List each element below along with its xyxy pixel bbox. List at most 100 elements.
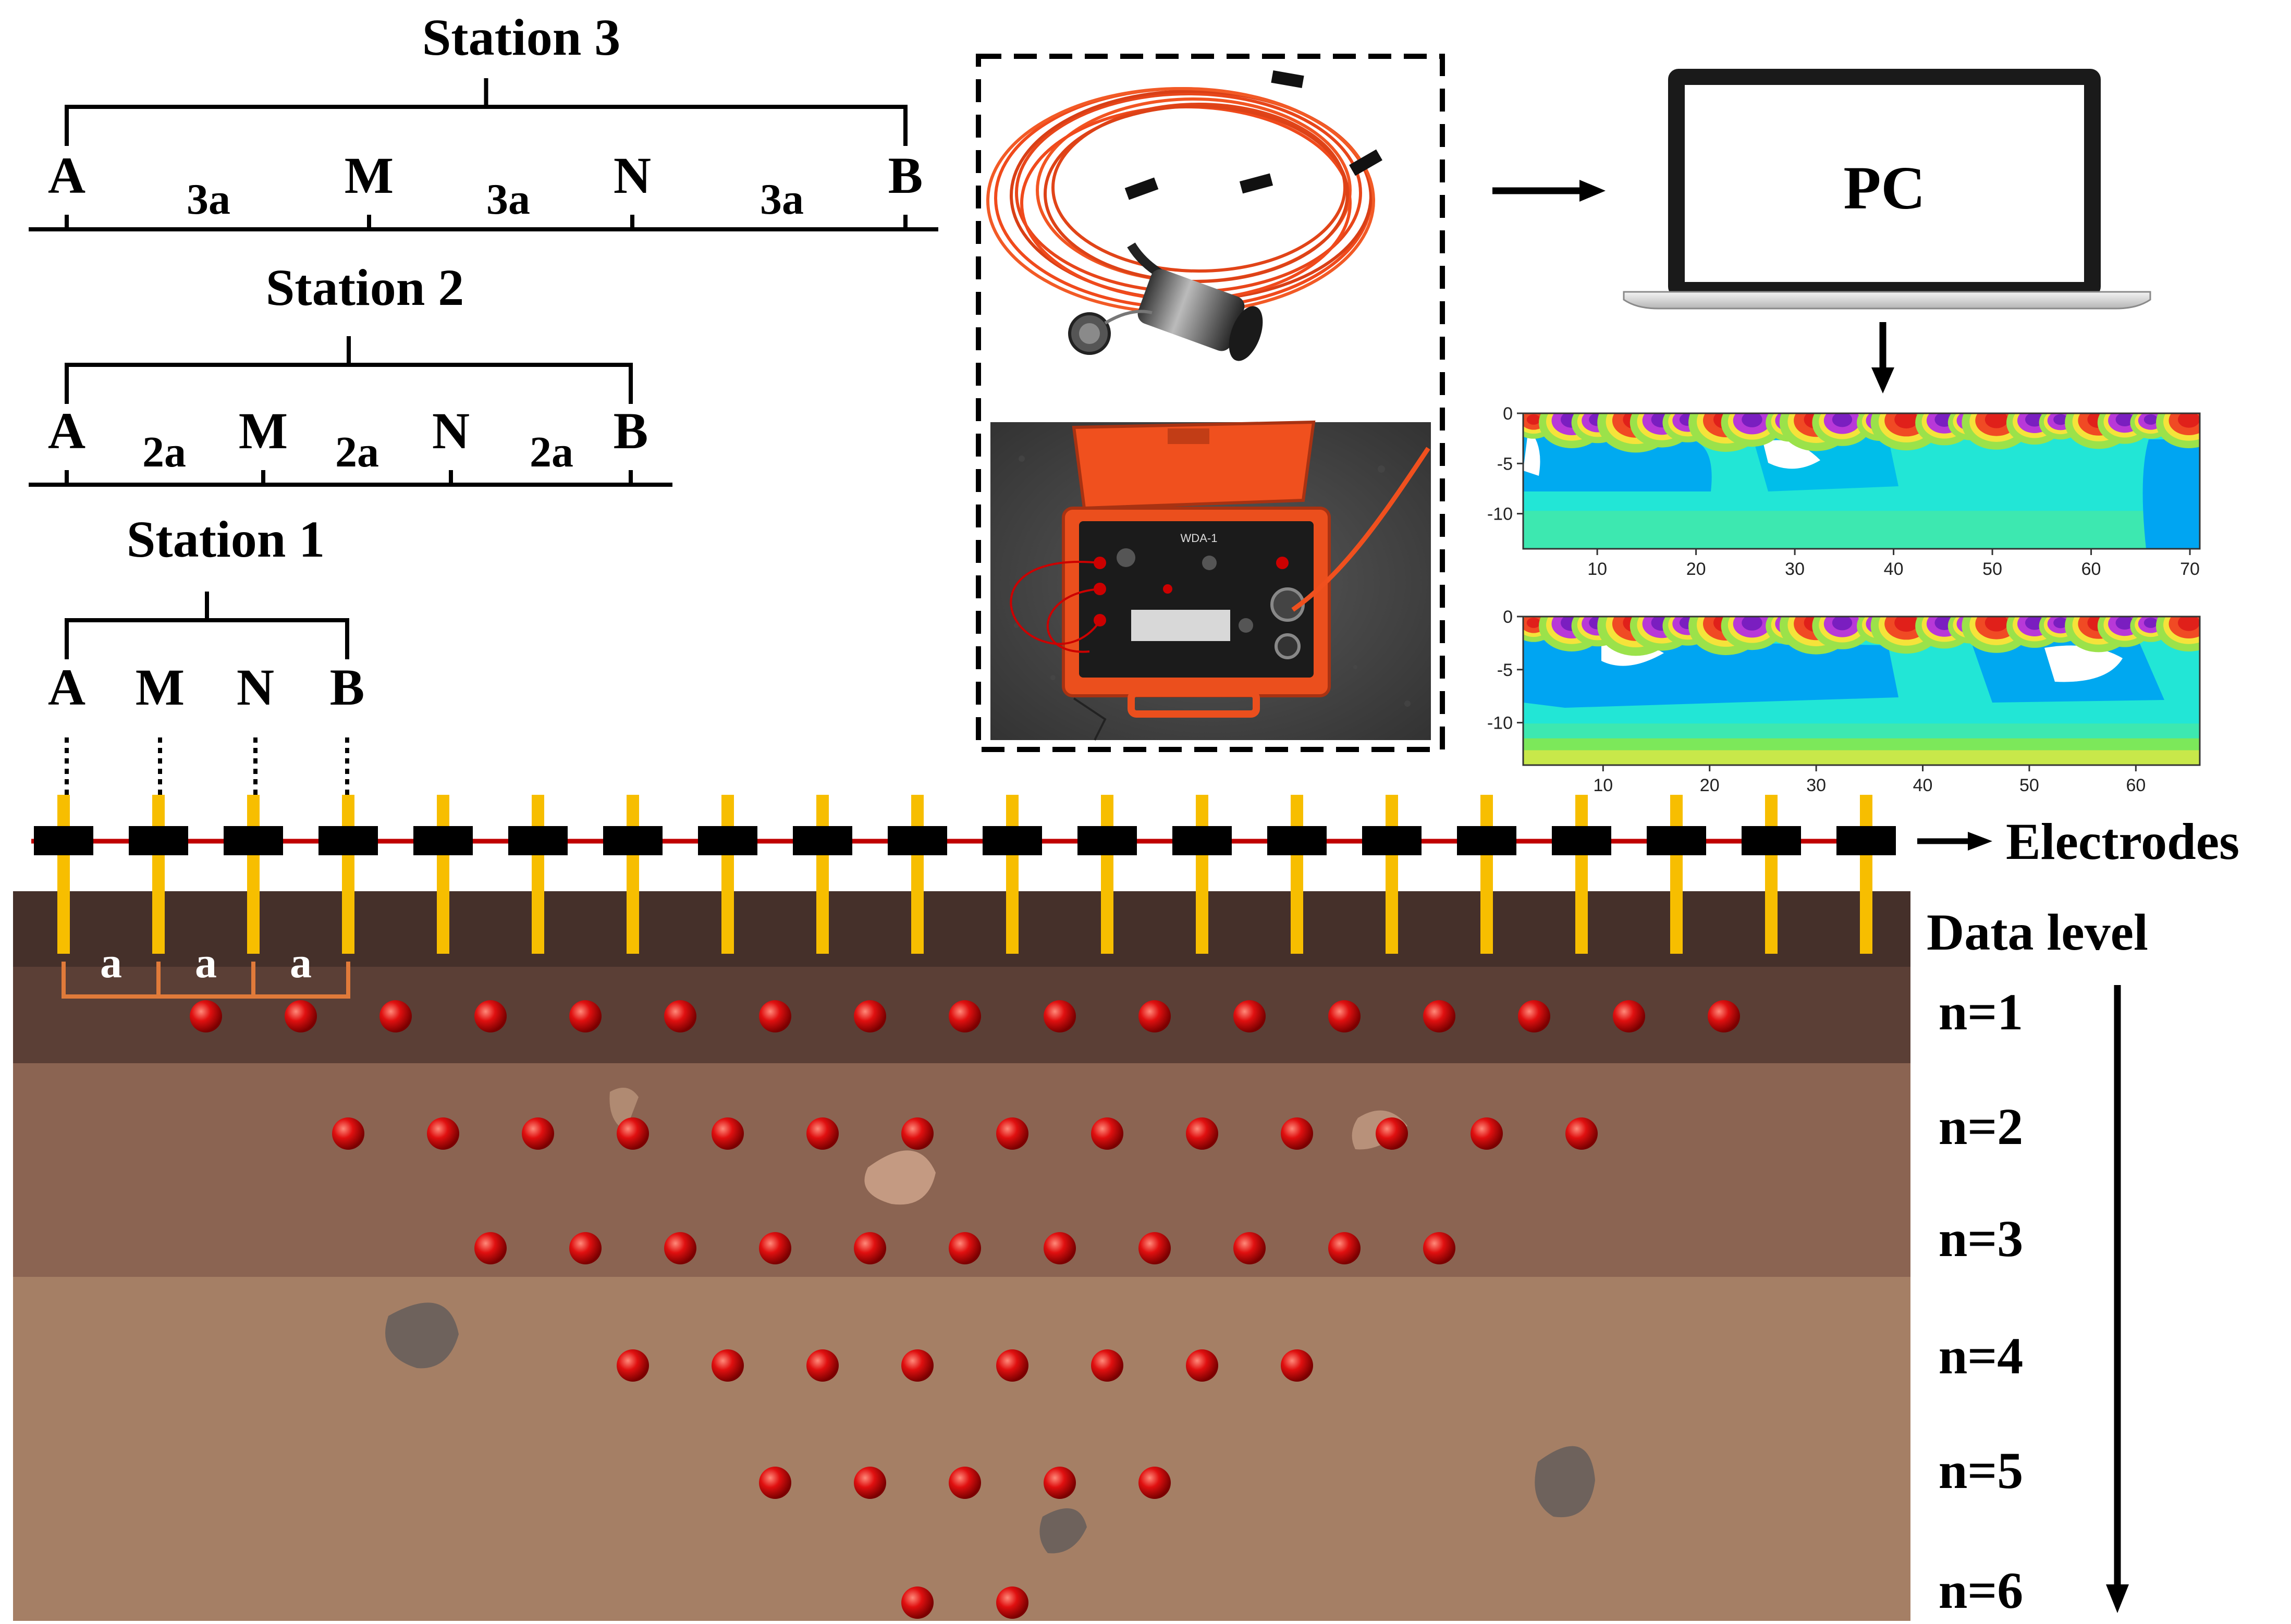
section-x-tick: 30 — [1806, 776, 1826, 795]
section-x-tick: 50 — [1982, 559, 2002, 579]
electrode-letter: A — [48, 146, 85, 204]
data-level-label: n=2 — [1939, 1098, 2024, 1155]
electrodes-callout: Electrodes — [1917, 813, 2239, 870]
datapoint — [1708, 1000, 1740, 1032]
section-x-tick: 20 — [1700, 776, 1720, 795]
data-level-title: Data level — [1927, 903, 2148, 961]
section-x-tick: 30 — [1785, 559, 1805, 579]
station-title: Station 3 — [422, 8, 621, 66]
datapoint — [806, 1117, 839, 1150]
equipment-dashed-frame — [976, 54, 1445, 752]
bracket-spacing-label: a — [195, 939, 217, 987]
data-level-label: n=3 — [1939, 1210, 2024, 1268]
spacing-label: 2a — [142, 428, 186, 476]
datapoint — [1091, 1117, 1123, 1150]
section-y-tick: -5 — [1497, 660, 1513, 680]
electrode — [1172, 795, 1232, 954]
datapoint — [1376, 1117, 1408, 1150]
datapoint — [1613, 1000, 1645, 1032]
datapoint — [664, 1000, 696, 1032]
data-level-row-2 — [332, 1117, 1598, 1150]
datapoint — [474, 1000, 507, 1032]
data-level-row-5 — [759, 1467, 1171, 1499]
spacing-label: 3a — [187, 175, 230, 224]
electrode-letter: M — [239, 402, 288, 460]
datapoint — [617, 1349, 649, 1382]
datapoint — [854, 1467, 886, 1499]
section-x-tick: 10 — [1593, 776, 1613, 795]
datapoint — [1138, 1000, 1171, 1032]
datapoint — [1138, 1232, 1171, 1264]
datapoint — [949, 1467, 981, 1499]
section-y-tick: 0 — [1503, 607, 1513, 627]
equipment-panel: WDA-1 — [976, 54, 1445, 752]
arrow-to-pc — [1492, 180, 1606, 202]
datapoint — [569, 1232, 602, 1264]
electrode — [1077, 795, 1137, 954]
section-x-tick: 40 — [1884, 559, 1904, 579]
datapoint — [759, 1467, 791, 1499]
electrode-letter: B — [330, 658, 365, 716]
section-frame — [1522, 616, 2201, 766]
data-level-label: n=4 — [1939, 1327, 2024, 1385]
rock — [609, 1088, 639, 1131]
data-level-label: n=1 — [1939, 983, 2024, 1041]
data-level-row-1 — [190, 1000, 1740, 1032]
datapoint — [379, 1000, 412, 1032]
electrode — [318, 795, 378, 954]
electrode — [1362, 795, 1422, 954]
datapoint — [1423, 1232, 1455, 1264]
spacing-label: 3a — [486, 175, 530, 224]
electrode-letter: M — [345, 146, 394, 204]
data-level-row-4 — [617, 1349, 1313, 1382]
section-x-tick: 50 — [2019, 776, 2039, 795]
datapoint — [901, 1586, 934, 1619]
datapoint — [1233, 1000, 1266, 1032]
station-title: Station 2 — [266, 259, 464, 316]
datapoint — [901, 1349, 934, 1382]
section-x-tick: 60 — [2126, 776, 2146, 795]
data-level-label: n=6 — [1939, 1561, 2024, 1619]
section-frame — [1522, 412, 2201, 550]
datapoint — [996, 1586, 1028, 1619]
electrode — [1552, 795, 1611, 954]
station-bracket — [65, 105, 908, 146]
datapoint — [1565, 1117, 1598, 1150]
electrode — [1836, 795, 1896, 954]
rock — [1535, 1446, 1595, 1518]
electrode — [983, 795, 1042, 954]
datapoint — [1518, 1000, 1550, 1032]
datapoint — [1044, 1000, 1076, 1032]
instrument-photo: WDA-1 — [990, 420, 1431, 741]
section-x-tick: 60 — [2081, 559, 2101, 579]
datapoint — [901, 1117, 934, 1150]
datapoint — [664, 1232, 696, 1264]
datapoint — [1328, 1232, 1361, 1264]
section-y-tick: -10 — [1487, 505, 1513, 524]
spacing-label: 2a — [530, 428, 573, 476]
datapoint — [854, 1232, 886, 1264]
arrow-to-sections — [1871, 322, 1894, 393]
datapoint — [1233, 1232, 1266, 1264]
data-levels: Data level n=1n=2n=3n=4n=5n=6 — [1927, 903, 2148, 1619]
electrode — [1267, 795, 1327, 954]
soil-layer-4 — [13, 1277, 1910, 1621]
rock — [864, 1150, 936, 1205]
section-x-tick: 10 — [1587, 559, 1607, 579]
datapoint — [1186, 1349, 1218, 1382]
datapoint — [854, 1000, 886, 1032]
electrode-letter: A — [48, 402, 85, 460]
datapoint — [759, 1232, 791, 1264]
datapoint — [617, 1117, 649, 1150]
datapoint — [1044, 1232, 1076, 1264]
soil-layer-1 — [13, 891, 1910, 967]
section-y-tick: 0 — [1503, 404, 1513, 424]
electrode — [224, 795, 283, 954]
datapoint — [712, 1349, 744, 1382]
